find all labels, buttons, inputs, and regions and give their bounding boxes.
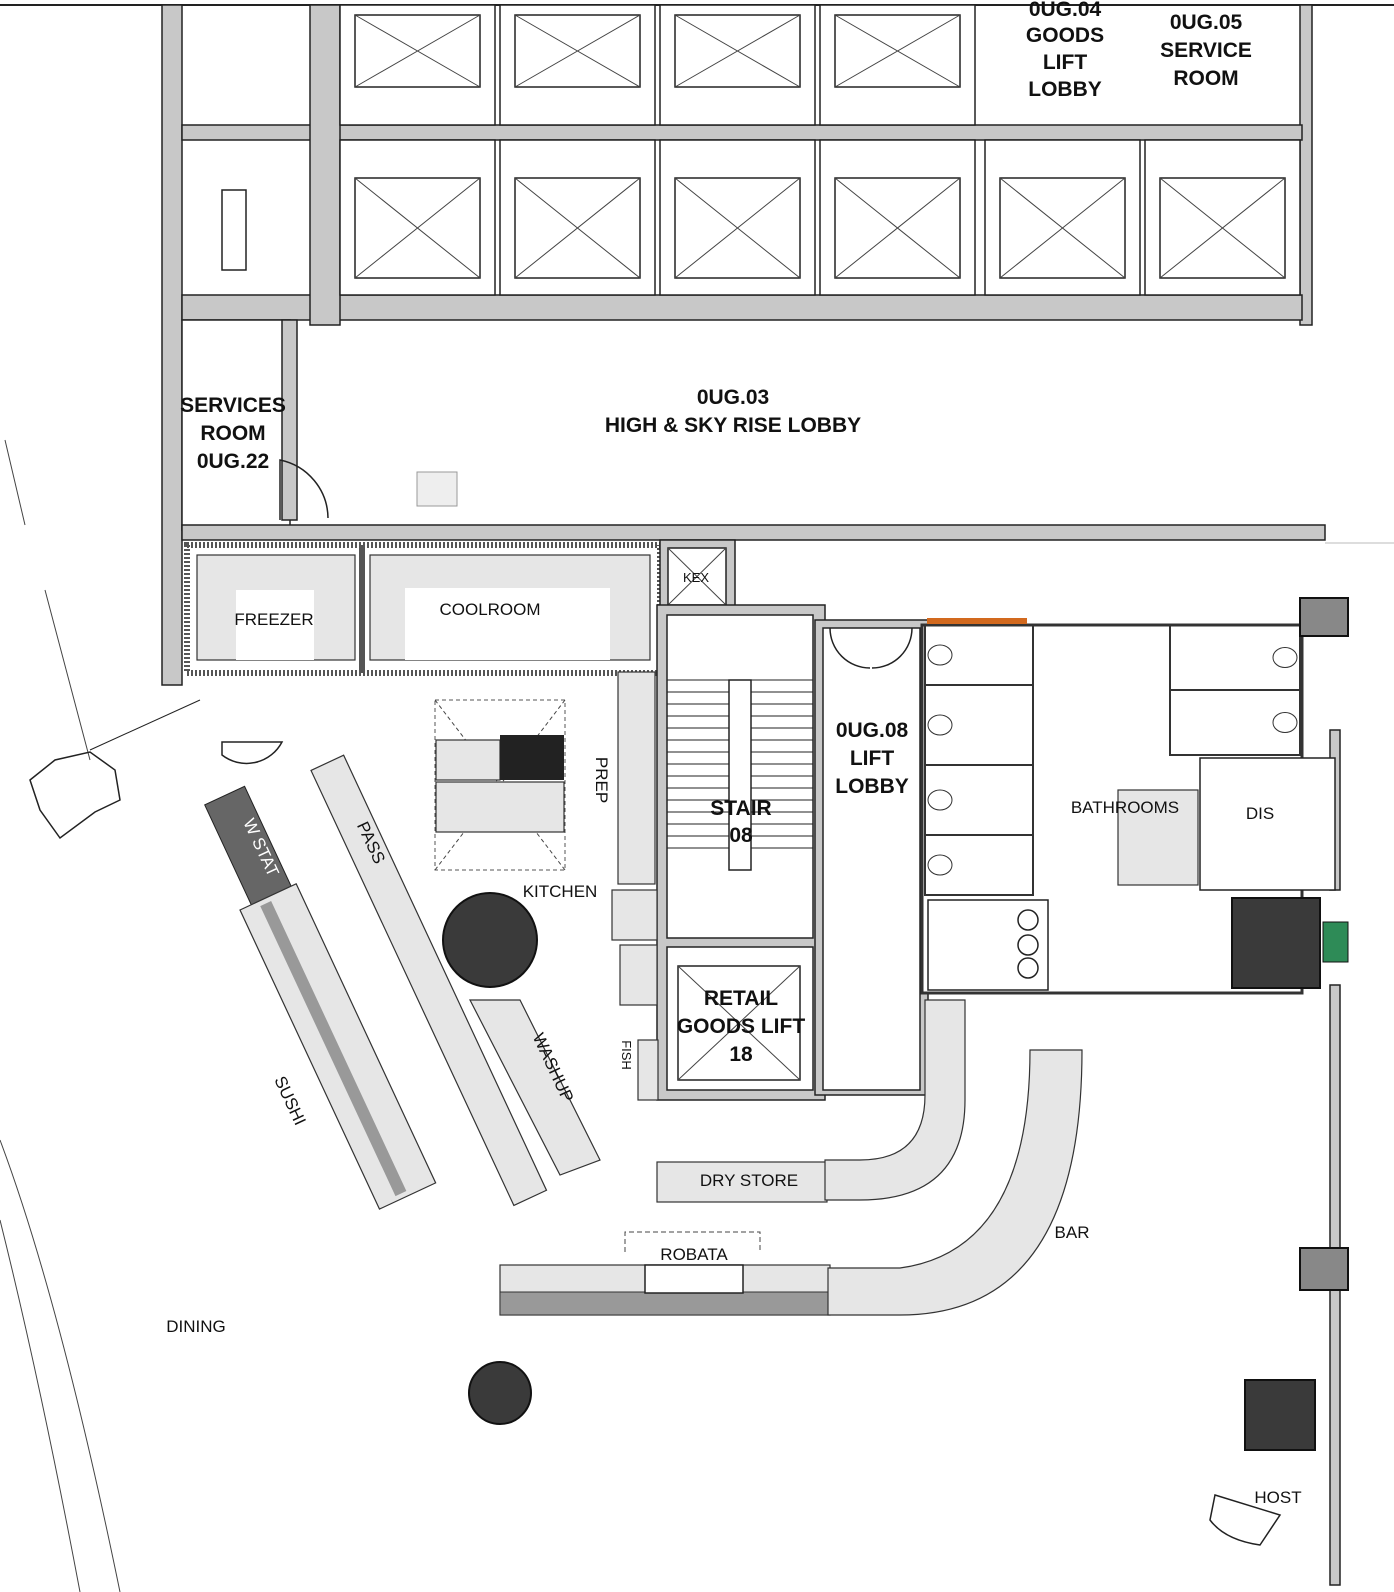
vanity	[1117, 789, 1199, 886]
round-table	[442, 892, 538, 988]
freezer-label: FREEZER	[234, 610, 313, 629]
lift-shaft	[659, 139, 816, 296]
dis-label: DIS	[1246, 804, 1274, 823]
sushi-label: SUSHI	[270, 1073, 309, 1128]
coolroom-label: COOLROOM	[439, 600, 540, 619]
fish-label: FISH	[619, 1040, 634, 1070]
lift-shaft	[984, 139, 1141, 296]
bathrooms-label: BATHROOMS	[1071, 798, 1179, 817]
lobby-fixture	[416, 471, 458, 507]
lift-shaft	[659, 4, 816, 126]
robata-label: ROBATA	[660, 1245, 728, 1264]
kex-label: KEX	[683, 570, 709, 585]
cooktop	[500, 735, 564, 780]
sculpture	[29, 751, 121, 840]
dry-store	[656, 1161, 828, 1203]
robata-grill	[644, 1264, 744, 1294]
bar-counter	[827, 1049, 1083, 1316]
bar-back-counter	[824, 999, 966, 1201]
equipment-block-2	[1244, 1379, 1316, 1451]
equipment-block	[1231, 897, 1321, 989]
lift-shaft	[819, 4, 976, 126]
accent-strip	[927, 618, 1027, 626]
exterior-wall-left	[161, 4, 183, 686]
door-swing	[279, 459, 329, 520]
lobby-wall	[181, 524, 1326, 541]
dis-room	[1199, 757, 1336, 891]
pass-counter	[310, 754, 548, 1207]
services-room-wall	[281, 319, 298, 521]
door-swing-2	[221, 741, 284, 765]
prep-bench	[617, 671, 656, 885]
bar-label: BAR	[1055, 1223, 1090, 1242]
curtain-wall-left	[0, 1139, 121, 1592]
host-label: HOST	[1254, 1488, 1301, 1507]
round-table-2	[468, 1361, 532, 1425]
dry-store-label: DRY STORE	[700, 1171, 798, 1190]
host-stand	[1209, 1494, 1282, 1546]
fish-bench	[637, 1039, 659, 1101]
dining-label: DINING	[166, 1317, 226, 1336]
lift-core	[181, 4, 1303, 326]
exterior-wall-right	[1299, 4, 1313, 326]
stair-treads	[667, 679, 813, 871]
cooking-island-zone	[434, 699, 566, 871]
kitchen-label: KITCHEN	[523, 882, 598, 901]
lift-lobby	[822, 627, 921, 1091]
lift-shaft	[819, 139, 976, 296]
toilet-cubicles	[924, 624, 1301, 896]
services-room	[181, 319, 291, 531]
lift-shaft	[339, 139, 496, 296]
double-door	[829, 627, 913, 669]
lift-shaft	[339, 4, 496, 126]
lift-shaft	[499, 4, 656, 126]
column-2	[1299, 1247, 1349, 1291]
lift-shaft	[1144, 139, 1301, 296]
green-unit	[1322, 921, 1349, 963]
column	[1299, 597, 1349, 637]
washup-bench	[469, 999, 601, 1176]
lift-shaft	[499, 139, 656, 296]
prep-label: PREP	[592, 757, 611, 803]
services-panel	[221, 189, 247, 271]
